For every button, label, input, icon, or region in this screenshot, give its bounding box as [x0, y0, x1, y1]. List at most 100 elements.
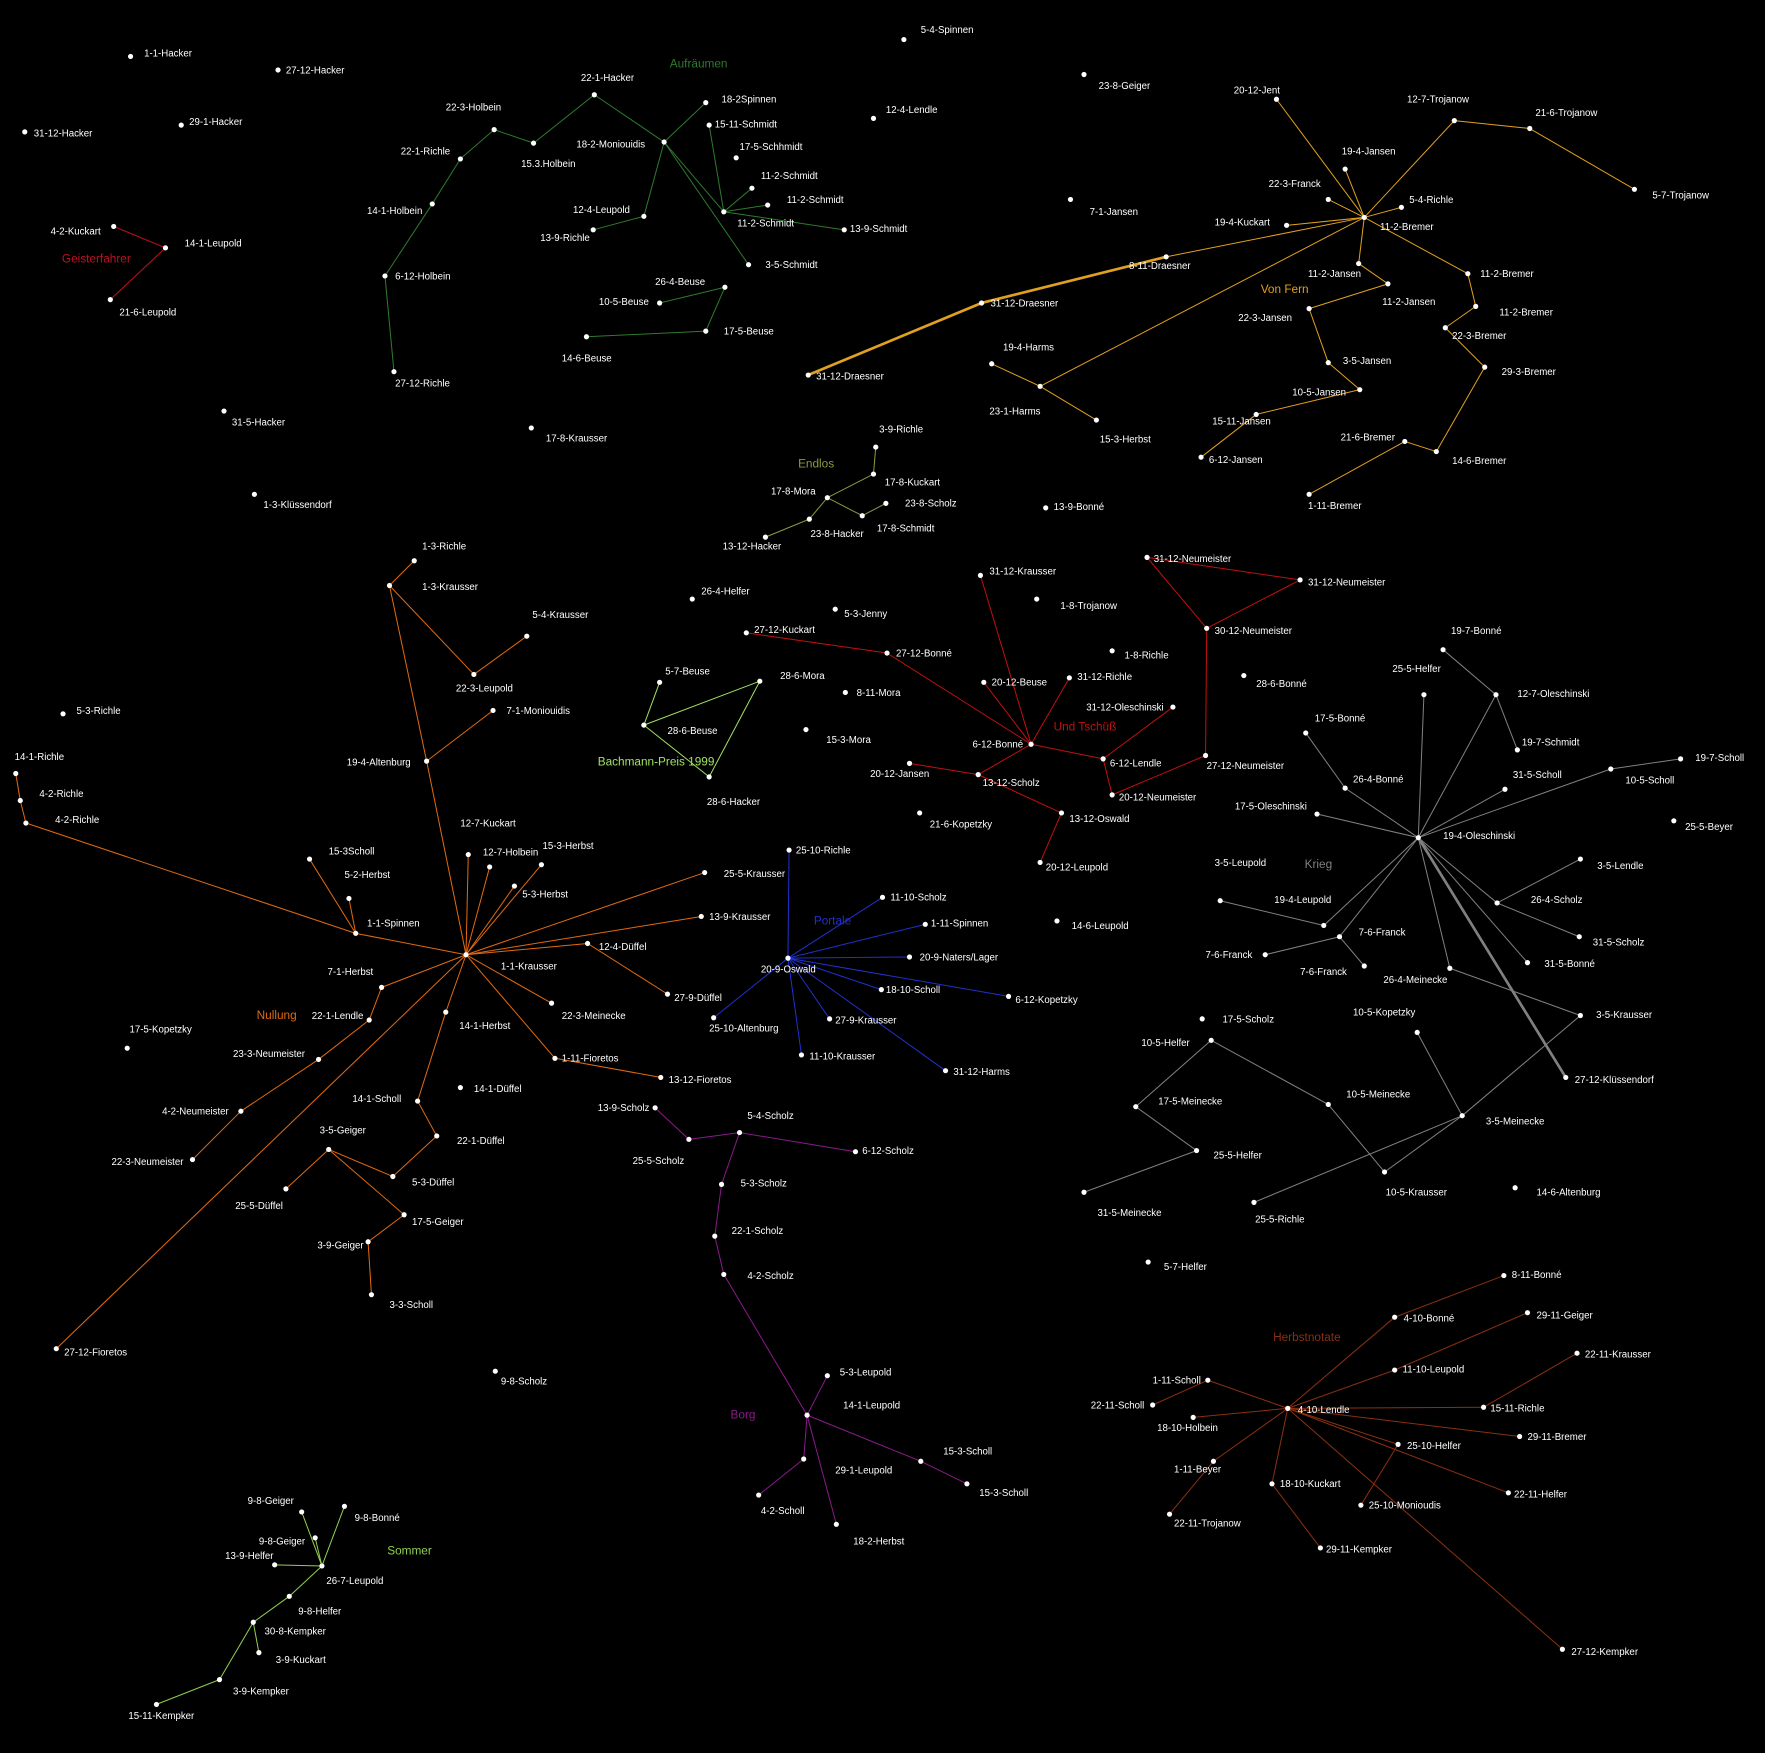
- edge-line: [787, 957, 946, 1072]
- node-label: 29-1-Hacker: [189, 117, 243, 128]
- node-dot: [1067, 196, 1074, 203]
- node-label: 8-11-Mora: [857, 688, 902, 699]
- node-dot: [162, 245, 169, 251]
- node-dot: [528, 425, 534, 431]
- node-label: 5-3-Herbst: [522, 889, 568, 900]
- node-label: 19-4-Altenburg: [347, 758, 411, 769]
- node-label: 12-7-Oleschinski: [1517, 689, 1589, 700]
- edge-line: [1467, 273, 1477, 307]
- edge-line: [1418, 788, 1506, 839]
- edge-line: [721, 1132, 741, 1185]
- node-dot: [1440, 647, 1446, 653]
- node-dot: [1447, 965, 1453, 971]
- edge-line: [533, 94, 595, 144]
- node-dot: [1005, 993, 1012, 999]
- node-label: 17-8-Kuckart: [885, 477, 941, 488]
- edge-group-aufraeumen: [384, 94, 845, 372]
- edge-line: [1287, 1406, 1484, 1409]
- edge-line: [1344, 168, 1365, 218]
- node-dot: [1465, 271, 1471, 277]
- node-label: 31-12-Draesner: [991, 298, 1060, 309]
- edge-line: [714, 1184, 723, 1237]
- edge-line: [1206, 579, 1301, 629]
- node-dot: [457, 1084, 463, 1091]
- node-label: 22-11-Krausser: [1585, 1350, 1652, 1361]
- node-dot: [657, 300, 663, 306]
- node-label: 6-12-Lendle: [1110, 759, 1162, 770]
- node-dot: [1361, 963, 1367, 969]
- node-dot: [1205, 1377, 1211, 1383]
- edge-line: [1328, 198, 1365, 218]
- edge-line: [1253, 1115, 1463, 1203]
- edge-line: [1083, 1150, 1197, 1193]
- edge-line: [708, 125, 725, 212]
- edge-line: [1146, 557, 1208, 629]
- node-dot: [1037, 859, 1043, 866]
- edge-line: [318, 1019, 370, 1060]
- node-dot: [591, 92, 597, 98]
- edge-line: [586, 330, 706, 338]
- node-dot: [859, 513, 865, 519]
- node-dot: [1109, 792, 1115, 798]
- node-dot: [1342, 166, 1348, 172]
- node-dot: [756, 1492, 762, 1498]
- node-label: 9-8-Geiger: [248, 1496, 295, 1507]
- edge-line: [1265, 936, 1340, 956]
- node-dot: [238, 1108, 244, 1114]
- node-dot: [1482, 364, 1488, 370]
- node-dot: [584, 940, 591, 947]
- node-dot: [922, 921, 928, 927]
- node-label: 22-3-Franck: [1269, 179, 1321, 190]
- node-dot: [1306, 306, 1312, 312]
- node-dot: [415, 1098, 421, 1104]
- edge-line: [1417, 837, 1451, 969]
- node-group-vonfern: 20-12-Jent12-7-Trojanow21-6-Trojanow5-7-…: [805, 86, 1710, 512]
- node-dot: [1058, 810, 1065, 816]
- node-label: 14-1-Düffel: [474, 1084, 522, 1095]
- edge-line: [983, 682, 1032, 745]
- node-label: 7-1-Jansen: [1090, 207, 1138, 218]
- node-dot: [463, 952, 469, 958]
- node-label: 25-5-Helfer: [1213, 1150, 1262, 1161]
- node-dot: [465, 851, 471, 858]
- node-dot: [1501, 1272, 1507, 1279]
- node-label: 19-4-Leupold: [1274, 895, 1331, 906]
- node-dot: [1251, 1199, 1257, 1205]
- node-dot: [153, 1701, 160, 1707]
- node-dot: [1273, 96, 1280, 102]
- edge-line: [1135, 1106, 1197, 1152]
- node-label: 30-8-Kempker: [265, 1627, 327, 1638]
- node-dot: [1199, 1016, 1205, 1022]
- node-dot: [1574, 1350, 1580, 1356]
- node-dot: [1361, 214, 1367, 221]
- node-label: 12-7-Trojanow: [1407, 95, 1470, 106]
- node-label: 15-3-Herbst: [543, 841, 594, 852]
- node-dot: [1336, 934, 1343, 940]
- edge-line: [739, 1132, 856, 1153]
- node-label: 1-1-Hacker: [144, 48, 193, 59]
- node-label: 9-8-Helfer: [298, 1606, 342, 1617]
- node-label: 1-3-Krausser: [422, 582, 479, 593]
- edge-line: [1454, 120, 1530, 130]
- edge-line: [1287, 1407, 1509, 1494]
- node-dot: [1325, 1101, 1331, 1108]
- node-dot: [706, 122, 712, 128]
- node-label: 5-4-Spinnen: [921, 25, 974, 36]
- node-label: 12-4-Leupold: [573, 205, 630, 216]
- node-dot: [1527, 125, 1533, 132]
- edge-group-endlos: [765, 447, 887, 538]
- edge-line: [807, 301, 983, 377]
- edge-line: [746, 632, 888, 654]
- edge-line: [1111, 755, 1206, 796]
- node-label: 22-3-Jansen: [1238, 313, 1292, 324]
- edge-line: [252, 1595, 290, 1623]
- node-label: 15-11-Kempker: [128, 1711, 195, 1722]
- node-label: 1-3-Richle: [422, 542, 466, 553]
- edge-group-herbstnotate: [1152, 1275, 1578, 1650]
- node-label: 28-6-Beuse: [668, 726, 718, 737]
- node-label: 27-9-Krausser: [835, 1015, 897, 1026]
- node-label: 6-12-Kopetzky: [1015, 995, 1078, 1006]
- node-dot: [1414, 1029, 1420, 1035]
- node-dot: [1398, 204, 1405, 210]
- node-label: 23-8-Scholz: [905, 499, 957, 510]
